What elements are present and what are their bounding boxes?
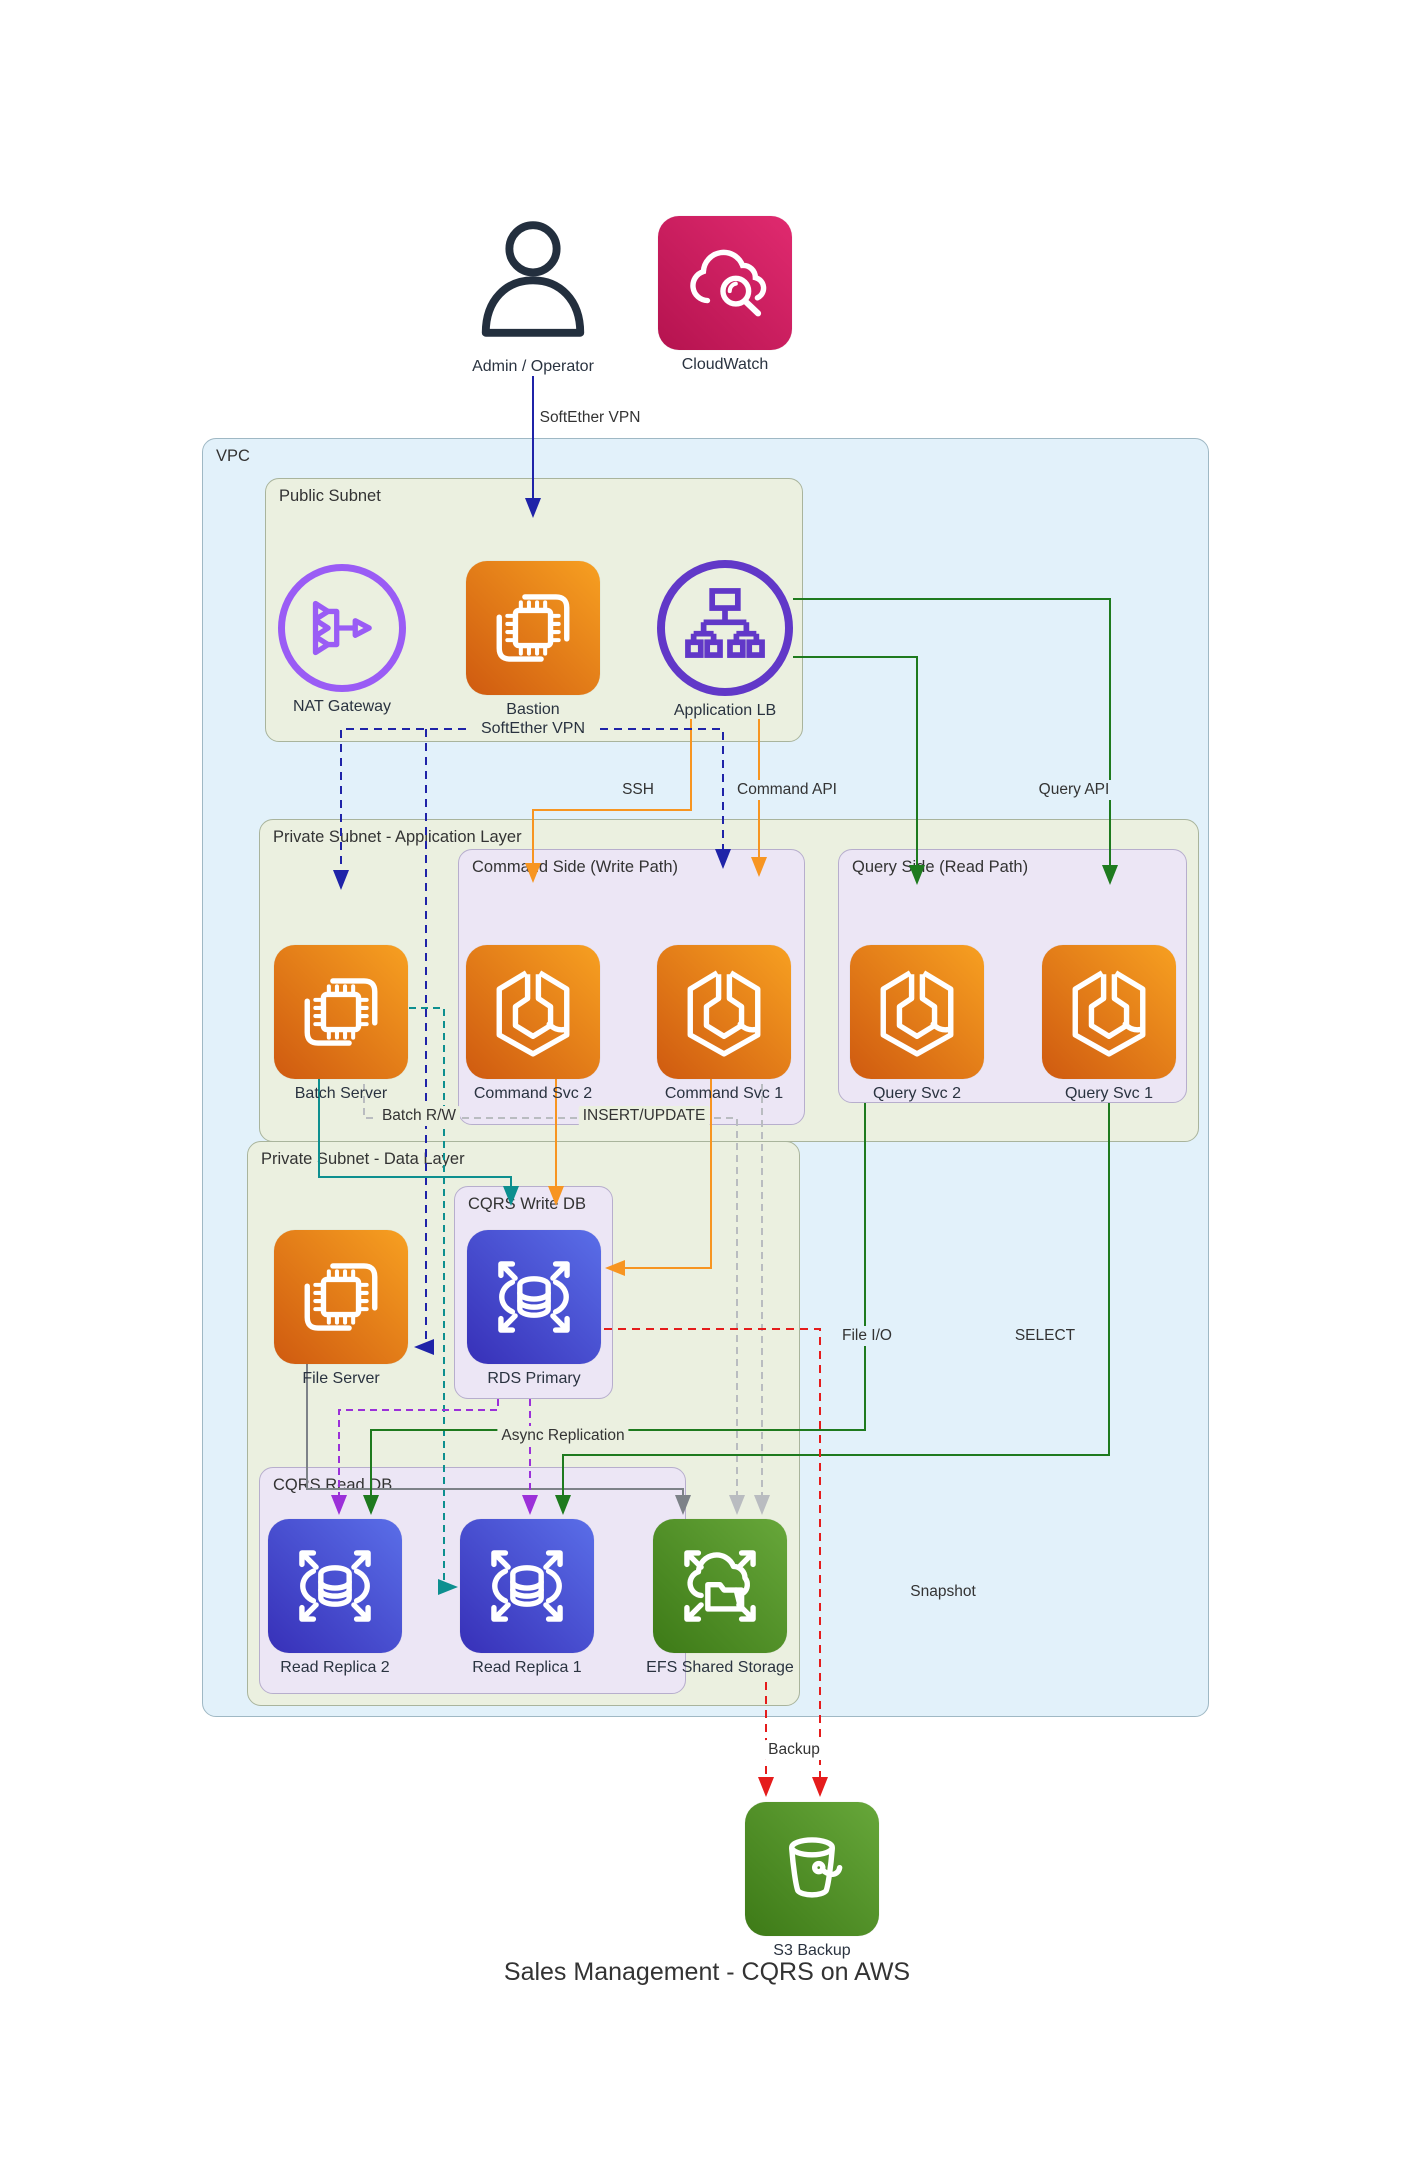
database-arrows-icon: [467, 1230, 601, 1364]
node-label-file-server: File Server: [302, 1370, 380, 1387]
edge-label-command-api: Command API: [733, 780, 841, 800]
node-query-svc-1: Query Svc 1: [1024, 945, 1194, 1103]
node-nat-gateway: NAT Gateway: [257, 564, 427, 716]
node-label-query-svc-2: Query Svc 2: [872, 1085, 962, 1102]
node-admin-operator: Admin / Operator: [448, 212, 618, 376]
node-label-application-lb: Application LB: [673, 702, 777, 719]
node-label-s3-backup: S3 Backup: [773, 1942, 851, 1959]
node-command-svc-2: Command Svc 2: [448, 945, 618, 1103]
node-file-server: File Server: [256, 1230, 426, 1388]
group-label-vpc: VPC: [216, 447, 250, 465]
node-bastion: Bastion SoftEther VPN: [448, 561, 618, 738]
group-label-app-subnet: Private Subnet - Application Layer: [273, 828, 522, 846]
node-application-lb: Application LB: [640, 560, 810, 720]
group-label-public-subnet: Public Subnet: [279, 487, 381, 505]
nat-gateway-icon: [278, 564, 406, 692]
container-service-icon: [850, 945, 984, 1079]
edge-label-batch-rw: Batch R/W: [377, 1106, 461, 1126]
server-chip-icon: [466, 561, 600, 695]
node-cloudwatch: CloudWatch: [640, 216, 810, 374]
cloud-magnifier-icon: [658, 216, 792, 350]
node-label-command-svc-1: Command Svc 1: [664, 1085, 784, 1102]
database-arrows-icon: [460, 1519, 594, 1653]
user-icon: [463, 212, 603, 352]
node-label-batch-server: Batch Server: [294, 1085, 388, 1102]
node-query-svc-2: Query Svc 2: [832, 945, 1002, 1103]
container-service-icon: [466, 945, 600, 1079]
group-label-data-subnet: Private Subnet - Data Layer: [261, 1150, 465, 1168]
node-label-bastion: Bastion SoftEther VPN: [480, 701, 586, 737]
server-chip-icon: [274, 1230, 408, 1364]
group-label-command-side: Command Side (Write Path): [472, 858, 679, 876]
group-label-query-side: Query Side (Read Path): [852, 858, 1029, 876]
node-label-admin-operator: Admin / Operator: [472, 358, 594, 375]
server-chip-icon: [274, 945, 408, 1079]
edge-label-select: SELECT: [1010, 1326, 1080, 1346]
node-label-read-replica-2: Read Replica 2: [280, 1659, 390, 1676]
node-batch-server: Batch Server: [256, 945, 426, 1103]
node-command-svc-1: Command Svc 1: [639, 945, 809, 1103]
diagram-title: Sales Management - CQRS on AWS: [503, 1958, 911, 1986]
node-label-efs-storage: EFS Shared Storage: [646, 1659, 794, 1676]
node-label-nat-gateway: NAT Gateway: [292, 698, 392, 715]
group-label-write-db: CQRS Write DB: [468, 1195, 586, 1213]
load-balancer-icon: [657, 560, 793, 696]
node-label-rds-primary: RDS Primary: [487, 1370, 581, 1387]
node-rds-primary: RDS Primary: [449, 1230, 619, 1388]
node-read-replica-2: Read Replica 2: [250, 1519, 420, 1677]
efs-cloud-folder-icon: [653, 1519, 787, 1653]
group-label-read-db: CQRS Read DB: [273, 1476, 393, 1494]
edge-label-query-api: Query API: [1034, 780, 1114, 800]
edge-label-snapshot: Snapshot: [906, 1582, 980, 1602]
s3-bucket-icon: [745, 1802, 879, 1936]
node-label-read-replica-1: Read Replica 1: [472, 1659, 582, 1676]
node-label-command-svc-2: Command Svc 2: [473, 1085, 593, 1102]
edge-label-ssh: SSH: [618, 780, 658, 800]
edge-label-insert-update: INSERT/UPDATE: [578, 1106, 710, 1126]
database-arrows-icon: [268, 1519, 402, 1653]
edge-label-softether-vpn-top: SoftEther VPN: [535, 408, 645, 428]
node-read-replica-1: Read Replica 1: [442, 1519, 612, 1677]
edge-label-backup: Backup: [764, 1740, 824, 1760]
container-service-icon: [1042, 945, 1176, 1079]
container-service-icon: [657, 945, 791, 1079]
edge-label-file-io: File I/O: [838, 1326, 896, 1346]
node-label-cloudwatch: CloudWatch: [681, 356, 769, 373]
node-label-query-svc-1: Query Svc 1: [1064, 1085, 1154, 1102]
edge-label-async-replication: Async Replication: [497, 1426, 629, 1446]
node-s3-backup: S3 Backup: [727, 1802, 897, 1960]
node-efs-storage: EFS Shared Storage: [635, 1519, 805, 1677]
